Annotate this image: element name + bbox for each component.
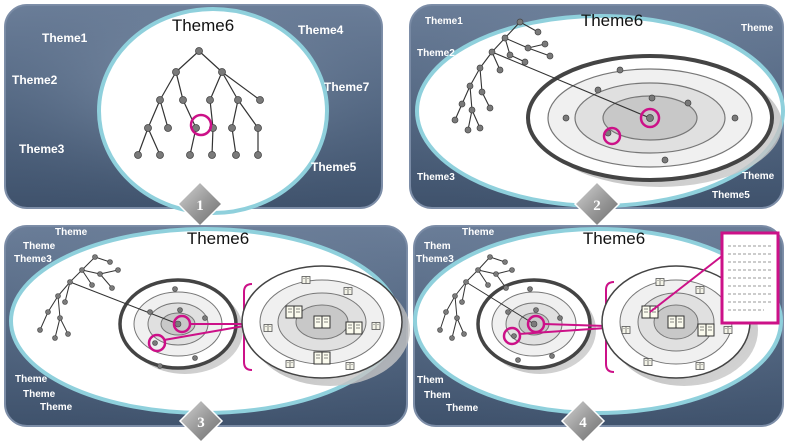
theme-label: Theme xyxy=(462,227,495,238)
highlight-ring xyxy=(502,326,522,346)
highlight-ring xyxy=(189,113,213,137)
theme-label: Theme xyxy=(742,171,775,182)
highlight-ring xyxy=(147,333,167,353)
theme-tree xyxy=(39,256,179,339)
theme-label: Theme3 xyxy=(416,254,454,265)
tree-nodes xyxy=(37,254,121,341)
theme-label: Them xyxy=(417,375,444,386)
panel-title: Theme6 xyxy=(172,16,234,35)
theme-label: Theme2 xyxy=(12,73,58,87)
step-number: 4 xyxy=(579,415,587,431)
theme-label: Theme5 xyxy=(712,190,750,201)
step-number: 2 xyxy=(593,198,601,214)
theme-label: Theme1 xyxy=(42,31,88,45)
theme-label: Theme3 xyxy=(14,254,52,265)
theme-label: Theme3 xyxy=(417,172,455,183)
theme-label: Them xyxy=(424,241,451,252)
theme-label: Theme5 xyxy=(311,160,357,174)
step-badge: 3 xyxy=(178,398,224,442)
document-preview xyxy=(649,231,780,325)
highlight-ring xyxy=(639,107,661,129)
theme-label: Theme xyxy=(40,402,73,413)
theme-label: Theme xyxy=(55,227,88,238)
panel-1: Theme6 Theme1 Theme4 Theme2 Theme7 Theme… xyxy=(4,4,383,228)
ring-nodes xyxy=(505,286,563,363)
theme-label: Theme xyxy=(741,23,774,34)
tree-nodes xyxy=(451,18,554,134)
theme-label: Theme4 xyxy=(298,23,344,37)
tree-nodes xyxy=(437,254,515,341)
ring-nodes xyxy=(147,286,208,369)
panel-title: Theme6 xyxy=(581,11,643,30)
theme-label: Theme1 xyxy=(425,16,463,27)
panel-title: Theme6 xyxy=(583,229,645,248)
theme-label: Theme xyxy=(23,389,56,400)
panel-3: Theme6 Theme Theme Theme3 Theme Theme Th… xyxy=(4,225,410,442)
step-badge: 4 xyxy=(560,398,606,442)
panel-title: Theme6 xyxy=(187,229,249,248)
step-number: 3 xyxy=(197,415,205,431)
theme-label: Theme3 xyxy=(19,142,65,156)
topic-ellipse xyxy=(97,7,329,215)
panel-4: Theme6 Theme Them Theme3 Them Them Theme… xyxy=(413,225,784,442)
theme-tree xyxy=(137,50,261,156)
theme-label: Them xyxy=(424,390,451,401)
panel-2: Theme6 Theme1 Theme2 Theme3 Theme Theme … xyxy=(409,4,785,228)
theme-label: Theme xyxy=(15,374,48,385)
step-number: 1 xyxy=(196,198,204,214)
ring-nodes xyxy=(562,66,739,164)
tree-nodes xyxy=(134,47,264,159)
theme-label: Theme xyxy=(23,241,56,252)
theme-label: Theme7 xyxy=(324,80,370,94)
theme-label: Theme2 xyxy=(417,48,455,59)
theme-label: Theme xyxy=(446,403,479,414)
zoomed-rings xyxy=(241,265,410,386)
highlight-ring xyxy=(602,126,622,146)
